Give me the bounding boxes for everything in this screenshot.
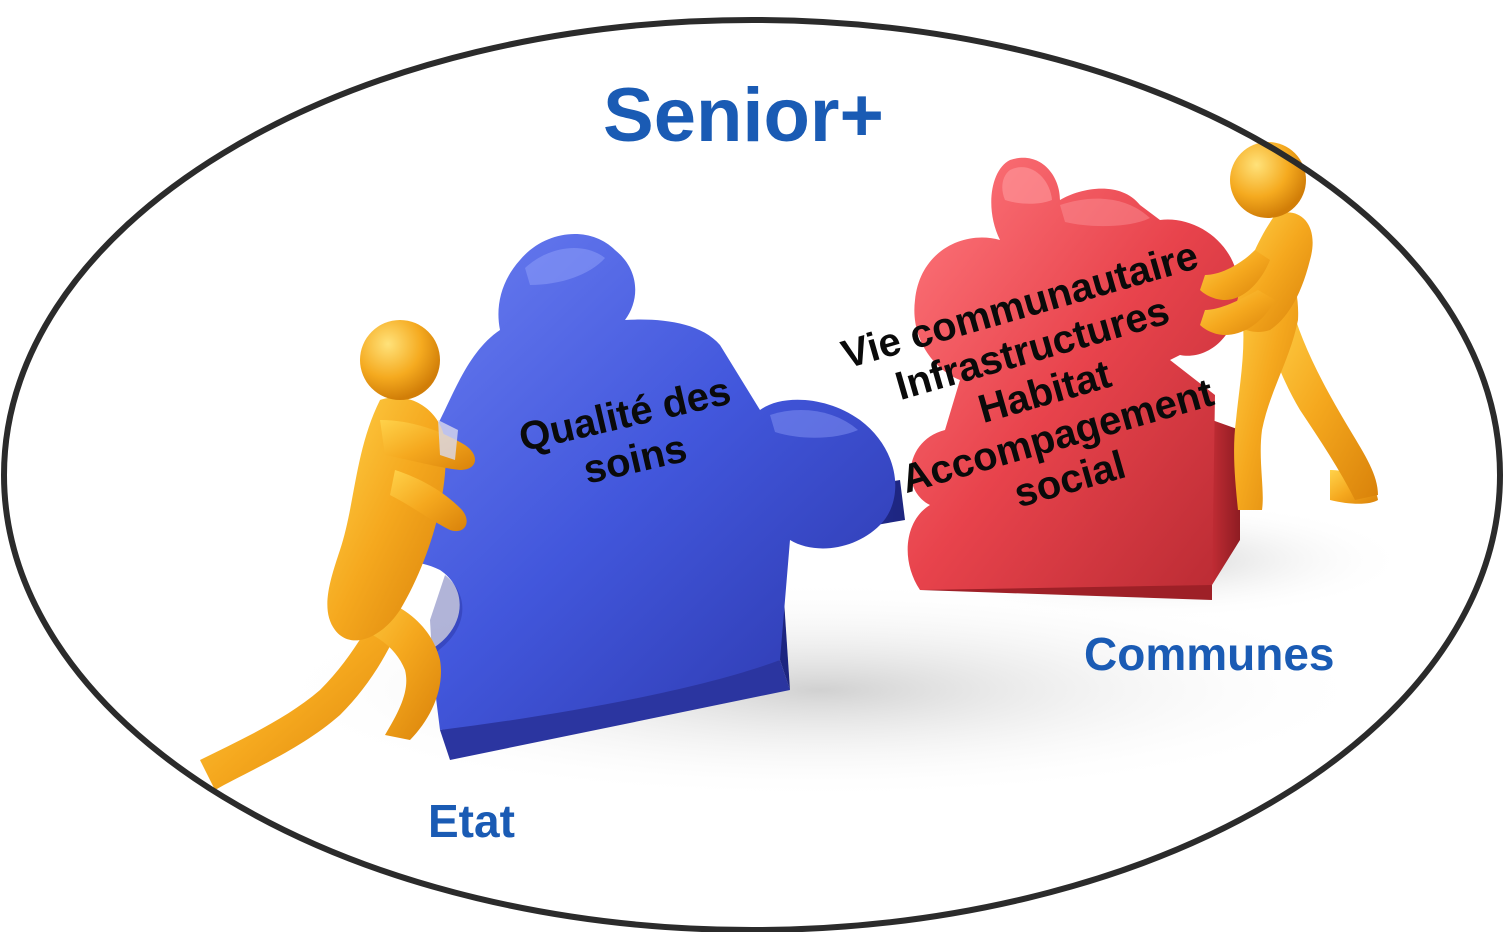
diagram-title: Senior+ (603, 73, 884, 158)
red-puzzle-piece (907, 157, 1240, 600)
left-figure (200, 320, 476, 790)
right-figure (1200, 142, 1378, 510)
left-partner-label: Etat (428, 795, 515, 847)
outer-ellipse (1, 17, 1503, 932)
right-partner-label: Communes (1084, 628, 1335, 680)
blue-puzzle-piece (380, 233, 905, 760)
